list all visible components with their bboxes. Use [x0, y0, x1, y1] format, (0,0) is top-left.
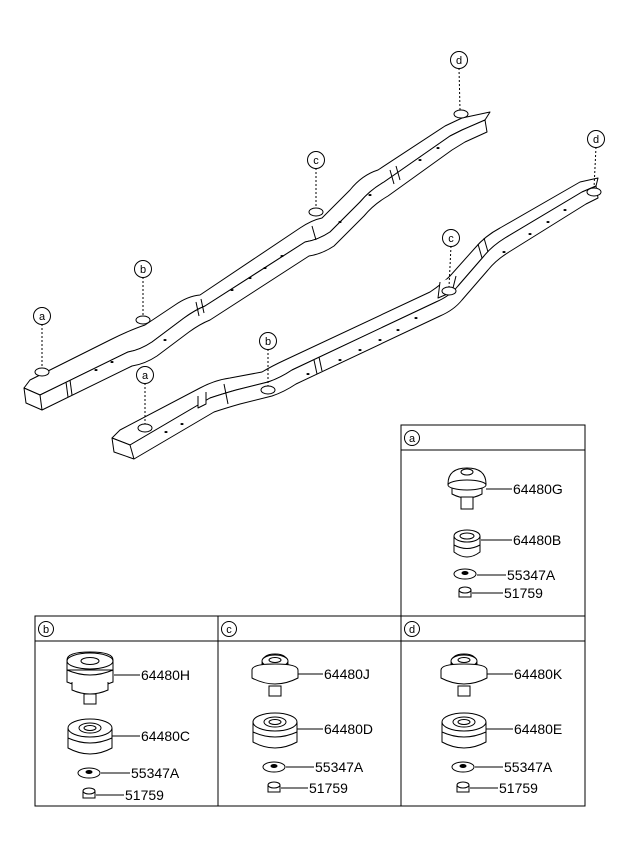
- left-frame-rail: [23, 109, 491, 411]
- left-callout-b: b: [134, 260, 152, 278]
- svg-text:a: a: [409, 433, 416, 445]
- part-64480G-label: 64480G: [513, 481, 563, 497]
- left-callout-d: d: [450, 51, 468, 69]
- panel-b-badge: b: [38, 621, 54, 637]
- panel-c-badge: c: [221, 621, 237, 637]
- part-64480K-label: 64480K: [514, 666, 563, 682]
- right-callout-c: c: [442, 229, 460, 247]
- svg-text:d: d: [409, 624, 415, 636]
- svg-text:b: b: [43, 624, 49, 636]
- svg-text:a: a: [142, 370, 149, 382]
- right-callout-b: b: [259, 332, 277, 350]
- svg-text:d: d: [593, 134, 599, 146]
- panel-d-nut-label: 51759: [499, 780, 538, 796]
- part-64480C-label: 64480C: [141, 728, 190, 744]
- panel-d-parts: [440, 653, 488, 793]
- svg-text:c: c: [448, 233, 454, 245]
- panel-d-washer-label: 55347A: [504, 759, 553, 775]
- panel-b-nut-label: 51759: [125, 787, 164, 803]
- svg-text:c: c: [226, 624, 232, 636]
- part-64480J-label: 64480J: [324, 666, 370, 682]
- panel-b-washer-label: 55347A: [131, 765, 180, 781]
- right-callout-a: a: [136, 366, 154, 384]
- panel-b-parts: [66, 651, 114, 799]
- part-64480H-label: 64480H: [141, 667, 190, 683]
- panel-c-nut-label: 51759: [309, 780, 348, 796]
- svg-text:d: d: [456, 55, 462, 67]
- left-callout-a: a: [33, 307, 51, 325]
- panels-bcd-frame: [34, 615, 586, 807]
- part-64480B-label: 64480B: [513, 532, 561, 548]
- panel-d-badge: d: [404, 621, 420, 637]
- svg-text:b: b: [140, 264, 146, 276]
- right-callout-d: d: [587, 130, 605, 148]
- svg-text:c: c: [313, 155, 319, 167]
- panel-a-frame: [400, 424, 586, 617]
- part-64480E-label: 64480E: [514, 721, 562, 737]
- left-callout-c: c: [307, 151, 325, 169]
- panel-a-parts: [447, 467, 487, 598]
- panel-a-badge: a: [404, 430, 420, 446]
- panel-c-washer-label: 55347A: [315, 759, 364, 775]
- svg-text:b: b: [265, 336, 271, 348]
- svg-text:a: a: [39, 311, 46, 323]
- part-64480D-label: 64480D: [324, 721, 373, 737]
- panel-a-nut-label: 51759: [504, 585, 543, 601]
- panel-a-washer-label: 55347A: [507, 567, 556, 583]
- right-frame-rail: [111, 177, 602, 460]
- panel-c-parts: [251, 653, 299, 793]
